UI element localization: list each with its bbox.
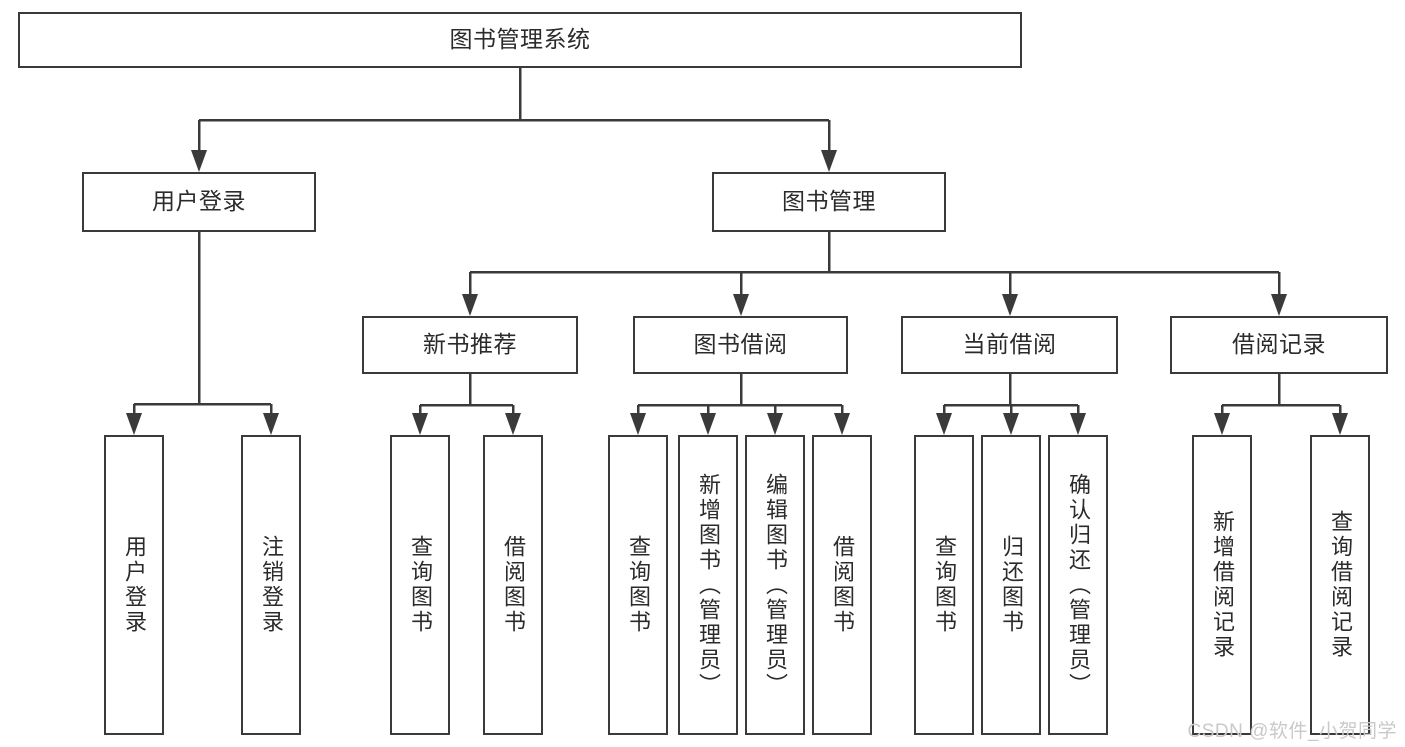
- node-label-root: 图书管理系统: [449, 26, 591, 53]
- arrowhead-book-manage: [821, 150, 837, 172]
- node-label-leaf-add-record: 新增借阅记录: [1210, 510, 1235, 660]
- node-new-book-rec[interactable]: 新书推荐: [362, 316, 578, 374]
- node-label-leaf-logout: 注销登录: [259, 535, 284, 635]
- arrowhead-borrow-record: [1271, 294, 1287, 316]
- node-leaf-add-book[interactable]: 新增图书（管理员）: [678, 435, 738, 735]
- node-label-borrow-record: 借阅记录: [1232, 331, 1326, 358]
- node-root[interactable]: 图书管理系统: [18, 12, 1022, 68]
- arrowhead-book-borrow: [733, 294, 749, 316]
- node-label-book-borrow: 图书借阅: [693, 331, 788, 358]
- arrowhead-leaf-query-book-3: [936, 413, 952, 435]
- arrowhead-user-login: [191, 150, 207, 172]
- node-label-leaf-add-book: 新增图书（管理员）: [696, 472, 721, 698]
- node-leaf-add-record[interactable]: 新增借阅记录: [1192, 435, 1252, 735]
- arrowhead-leaf-query-record: [1332, 413, 1348, 435]
- arrowhead-leaf-query-book-1: [412, 413, 428, 435]
- node-label-leaf-borrow-book-2: 借阅图书: [830, 535, 855, 635]
- arrowhead-new-book-rec: [462, 294, 478, 316]
- node-leaf-query-book-2[interactable]: 查询图书: [608, 435, 668, 735]
- node-label-leaf-return-book: 归还图书: [999, 535, 1024, 635]
- node-leaf-query-record[interactable]: 查询借阅记录: [1310, 435, 1370, 735]
- node-borrow-record[interactable]: 借阅记录: [1170, 316, 1388, 374]
- node-leaf-query-book-3[interactable]: 查询图书: [914, 435, 974, 735]
- node-leaf-confirm-return[interactable]: 确认归还（管理员）: [1048, 435, 1108, 735]
- arrowhead-leaf-return-book: [1003, 413, 1019, 435]
- node-label-leaf-query-book-2: 查询图书: [626, 535, 651, 635]
- node-label-book-manage: 图书管理: [782, 188, 876, 215]
- node-leaf-borrow-book-2[interactable]: 借阅图书: [812, 435, 872, 735]
- arrowhead-leaf-user-login: [126, 413, 142, 435]
- node-label-leaf-confirm-return: 确认归还（管理员）: [1066, 472, 1091, 698]
- arrowhead-leaf-add-record: [1214, 413, 1230, 435]
- arrowhead-leaf-query-book-2: [630, 413, 646, 435]
- node-label-leaf-user-login: 用户登录: [122, 535, 147, 635]
- arrowhead-leaf-add-book: [700, 413, 716, 435]
- arrowhead-leaf-borrow-book-2: [834, 413, 850, 435]
- node-book-borrow[interactable]: 图书借阅: [633, 316, 848, 374]
- arrowhead-leaf-edit-book: [767, 413, 783, 435]
- arrowhead-leaf-logout: [263, 413, 279, 435]
- node-label-leaf-query-book-1: 查询图书: [408, 535, 433, 635]
- node-label-leaf-borrow-book-1: 借阅图书: [501, 535, 526, 635]
- node-label-current-borrow: 当前借阅: [962, 331, 1057, 358]
- arrowhead-leaf-borrow-book-1: [505, 413, 521, 435]
- node-label-leaf-query-book-3: 查询图书: [932, 535, 957, 635]
- node-label-leaf-edit-book: 编辑图书（管理员）: [763, 472, 788, 698]
- node-leaf-edit-book[interactable]: 编辑图书（管理员）: [745, 435, 805, 735]
- node-leaf-user-login[interactable]: 用户登录: [104, 435, 164, 735]
- node-leaf-logout[interactable]: 注销登录: [241, 435, 301, 735]
- arrowhead-leaf-confirm-return: [1070, 413, 1086, 435]
- node-leaf-query-book-1[interactable]: 查询图书: [390, 435, 450, 735]
- node-leaf-return-book[interactable]: 归还图书: [981, 435, 1041, 735]
- arrowhead-current-borrow: [1002, 294, 1018, 316]
- node-book-manage[interactable]: 图书管理: [712, 172, 946, 232]
- node-user-login[interactable]: 用户登录: [82, 172, 316, 232]
- node-label-leaf-query-record: 查询借阅记录: [1328, 510, 1353, 660]
- node-label-user-login: 用户登录: [152, 188, 246, 215]
- node-label-new-book-rec: 新书推荐: [423, 331, 517, 358]
- node-current-borrow[interactable]: 当前借阅: [901, 316, 1118, 374]
- node-leaf-borrow-book-1[interactable]: 借阅图书: [483, 435, 543, 735]
